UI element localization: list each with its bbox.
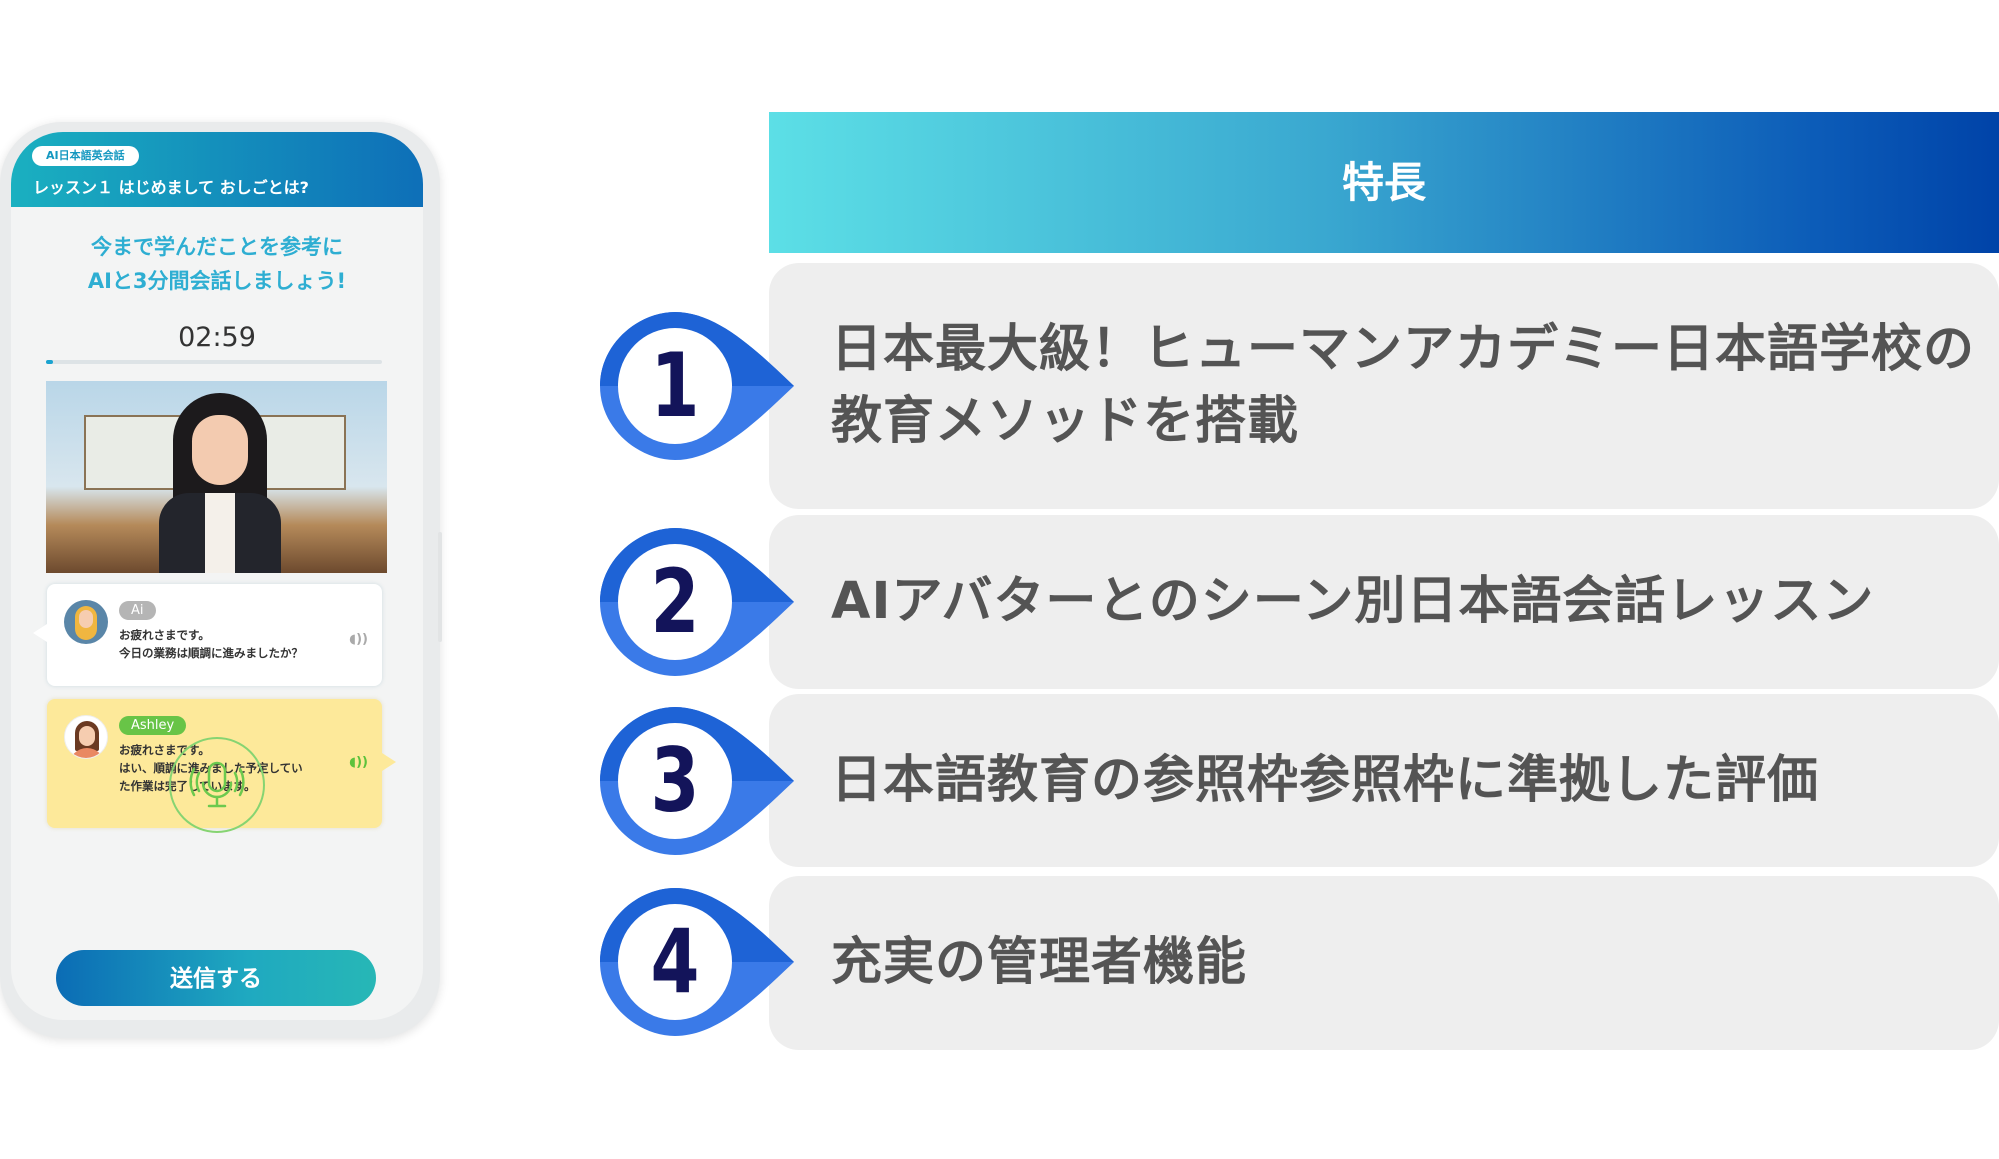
marker-shape-icon (600, 888, 794, 1036)
feature-row-1: 日本最大級！ヒューマンアカデミー日本語学校の教育メソッドを搭載 (769, 263, 1999, 509)
number-marker-4: 4 (598, 886, 798, 1038)
speaker-tag: Ai (119, 601, 156, 620)
avatar-figure (159, 393, 281, 573)
feature-text: 日本語教育の参照枠参照枠に準拠した評価 (831, 750, 1820, 810)
microphone-icon (189, 761, 245, 808)
feature-text: 充実の管理者機能 (831, 933, 1248, 992)
marker-number: 4 (650, 910, 700, 1013)
progress-fill (46, 360, 53, 364)
prompt-line: 今まで学んだことを参考に (91, 235, 343, 259)
lesson-prompt: 今まで学んだことを参考に AIと3分間会話しましょう! (11, 230, 423, 298)
lesson-title: レッスン１ はじめまして おしごとは? (33, 178, 309, 197)
phone-side-button (438, 532, 442, 642)
number-marker-1: 1 (598, 310, 798, 462)
feature-text: 日本最大級！ヒューマンアカデミー日本語学校の教育メソッドを搭載 (831, 320, 1976, 451)
progress-bar (46, 360, 382, 364)
phone-mockup: AI日本語英会話 レッスン１ はじめまして おしごとは? 今まで学んだことを参考… (0, 122, 442, 1038)
number-marker-3: 3 (598, 705, 798, 857)
marker-shape-icon (600, 528, 794, 676)
speaker-tag: Ashley (119, 716, 187, 735)
feature-text: AIアバターとのシーン別日本語会話レッスン (831, 572, 1875, 631)
send-button[interactable]: 送信する (56, 950, 376, 1006)
number-marker-2: 2 (598, 526, 798, 678)
marker-number: 1 (650, 334, 700, 437)
avatar (64, 600, 108, 644)
message-text: お疲れさまです。 今日の業務は順調に進みましたか？ (119, 628, 303, 660)
marker-number: 2 (650, 550, 700, 653)
feature-row-4: 充実の管理者機能 (769, 876, 1999, 1050)
phone-screen: AI日本語英会話 レッスン１ はじめまして おしごとは? 今まで学んだことを参考… (11, 132, 423, 1020)
speaker-play-icon[interactable]: ◖)) (349, 632, 368, 647)
marker-number: 3 (650, 729, 700, 832)
microphone-button[interactable] (169, 737, 265, 833)
feature-row-2: AIアバターとのシーン別日本語会話レッスン (769, 515, 1999, 689)
lesson-header: AI日本語英会話 レッスン１ はじめまして おしごとは? (11, 132, 423, 207)
chat-message-ai: Ai お疲れさまです。 今日の業務は順調に進みましたか？ ◖)) (33, 584, 382, 686)
speaker-play-icon[interactable]: ◖)) (349, 755, 368, 770)
feature-row-3: 日本語教育の参照枠参照枠に準拠した評価 (769, 694, 1999, 867)
ai-avatar-video (46, 381, 387, 573)
app-badge: AI日本語英会話 (32, 146, 139, 166)
avatar (64, 715, 108, 759)
marker-shape-icon (600, 707, 794, 855)
prompt-line: AIと3分間会話しましょう! (87, 269, 347, 293)
countdown-timer: 02:59 (178, 322, 256, 353)
features-header: 特長 (769, 112, 1999, 253)
marker-shape-icon (600, 312, 794, 460)
